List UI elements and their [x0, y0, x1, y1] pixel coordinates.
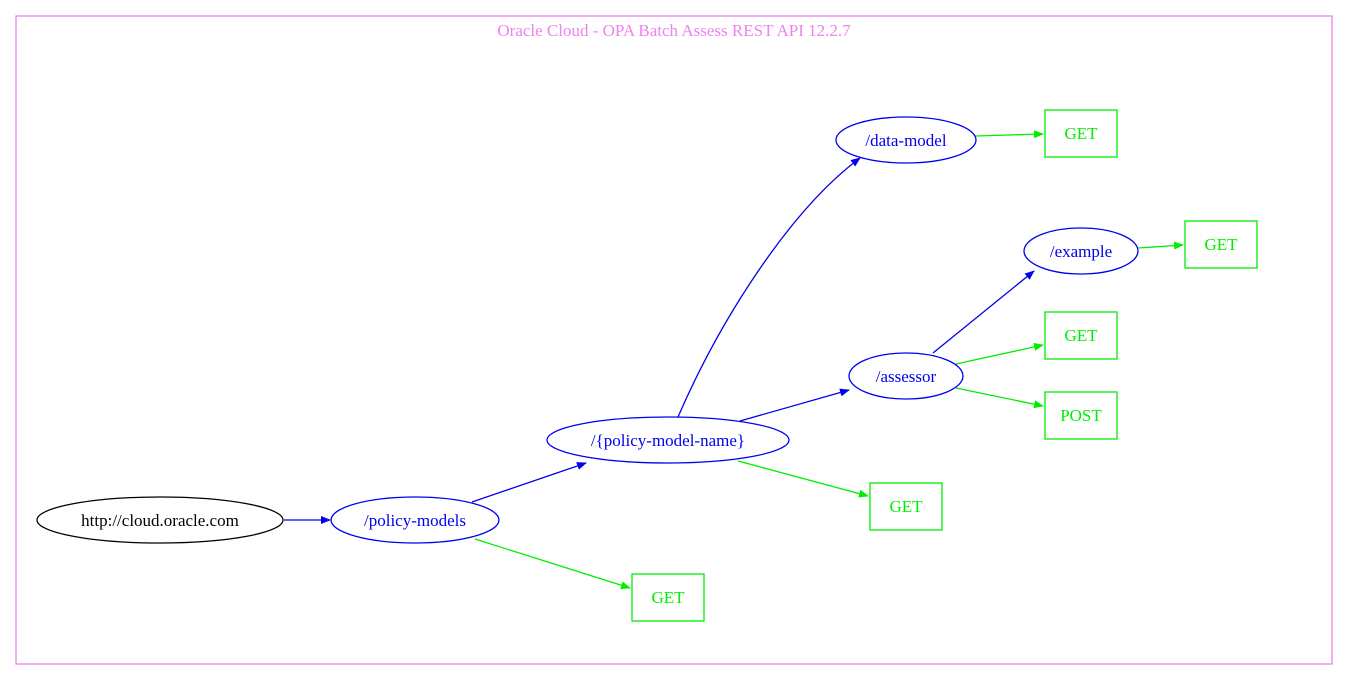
edge-assessor-to-post	[955, 387, 1044, 409]
edge-policy-models-to-get	[474, 538, 631, 590]
edge-policy-models-to-policy-model-name	[471, 462, 587, 503]
edge-data-model-to-get	[974, 130, 1044, 139]
root-node-label: http://cloud.oracle.com	[81, 511, 239, 530]
cluster-frame	[15, 15, 1333, 665]
edge-policy-model-name-to-get	[737, 460, 869, 498]
root-node[interactable]: http://cloud.oracle.com	[36, 496, 284, 544]
method-node-policy-model-name-get-label: GET	[889, 497, 923, 516]
edge-example-to-get	[1137, 241, 1184, 250]
method-node-assessor-get[interactable]: GET	[1044, 311, 1118, 360]
resource-node-policy-models[interactable]: /policy-models	[330, 496, 500, 544]
edge-assessor-to-get	[955, 343, 1044, 365]
resource-node-data-model[interactable]: /data-model	[835, 116, 977, 164]
edge-assessor-to-example	[932, 270, 1035, 354]
diagram-title: Oracle Cloud - OPA Batch Assess REST API…	[497, 21, 851, 40]
method-node-data-model-get-label: GET	[1064, 124, 1098, 143]
resource-node-assessor-label: /assessor	[876, 367, 937, 386]
resource-node-policy-model-name-label: /{policy-model-name}	[591, 431, 745, 450]
method-node-assessor-get-label: GET	[1064, 326, 1098, 345]
resource-node-data-model-label: /data-model	[865, 131, 946, 150]
edges	[284, 130, 1184, 590]
method-node-assessor-post-label: POST	[1060, 406, 1102, 425]
edge-policy-model-name-to-data-model	[677, 157, 861, 418]
edge-policy-model-name-to-assessor	[739, 388, 850, 422]
resource-node-example[interactable]: /example	[1023, 227, 1139, 275]
method-node-data-model-get[interactable]: GET	[1044, 109, 1118, 158]
resource-node-policy-model-name[interactable]: /{policy-model-name}	[546, 416, 790, 464]
resource-node-assessor[interactable]: /assessor	[848, 352, 964, 400]
resource-node-policy-models-label: /policy-models	[364, 511, 466, 530]
resource-node-example-label: /example	[1050, 242, 1112, 261]
method-node-policy-models-get[interactable]: GET	[631, 573, 705, 622]
method-node-policy-models-get-label: GET	[651, 588, 685, 607]
method-node-example-get[interactable]: GET	[1184, 220, 1258, 269]
method-node-example-get-label: GET	[1204, 235, 1238, 254]
method-node-assessor-post[interactable]: POST	[1044, 391, 1118, 440]
method-node-policy-model-name-get[interactable]: GET	[869, 482, 943, 531]
